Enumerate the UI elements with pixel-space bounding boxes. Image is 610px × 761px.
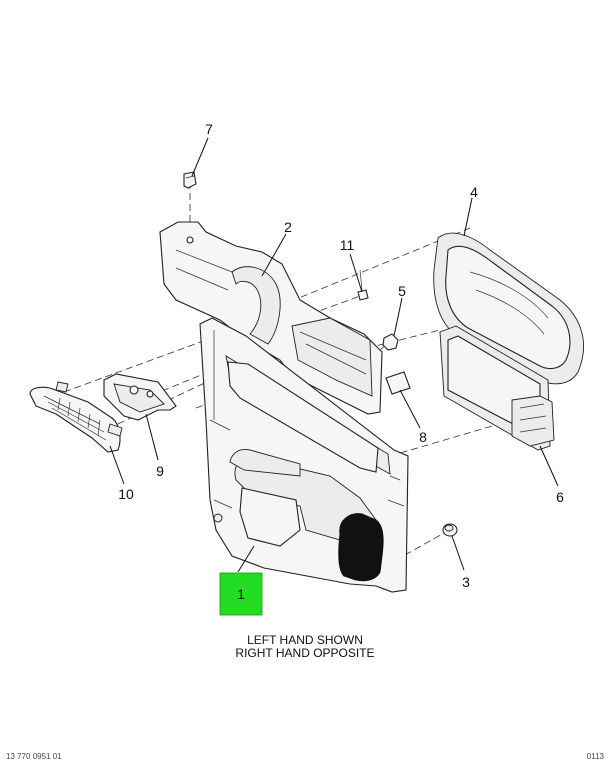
part-4-seal-frame	[433, 232, 585, 385]
part-6-inner-pocket	[439, 325, 555, 451]
part-2-upper-trim	[159, 221, 383, 415]
callout-1[interactable]: 1	[237, 586, 245, 602]
part-1-door-trim-panel	[199, 317, 409, 593]
part-8-label	[385, 371, 411, 395]
callout-5[interactable]: 5	[398, 283, 406, 299]
part-3-plug	[442, 523, 458, 537]
leader-lines	[109, 137, 559, 573]
callout-10[interactable]: 10	[118, 486, 134, 502]
note-line-1: LEFT HAND SHOWN	[247, 633, 363, 647]
part-11-screw	[357, 269, 369, 301]
callout-2[interactable]: 2	[284, 219, 292, 235]
footer-left-code: 13 770 0951 01	[6, 752, 62, 761]
part-7-clip	[183, 171, 197, 189]
callout-7[interactable]: 7	[205, 121, 213, 137]
highlight-box	[219, 572, 263, 616]
callout-9[interactable]: 9	[156, 463, 164, 479]
part-5-nut	[382, 333, 399, 351]
part-9-handle-bezel	[103, 373, 177, 421]
orientation-note: LEFT HAND SHOWN RIGHT HAND OPPOSITE	[0, 634, 610, 660]
part-10-pull-handle	[29, 381, 123, 453]
footer-right-code: 0113	[586, 752, 604, 761]
callout-11[interactable]: 11	[340, 237, 355, 253]
callout-8[interactable]: 8	[419, 429, 427, 445]
callout-3[interactable]: 3	[462, 574, 470, 590]
callout-4[interactable]: 4	[470, 184, 478, 200]
note-line-2: RIGHT HAND OPPOSITE	[235, 646, 375, 660]
callout-6[interactable]: 6	[556, 489, 564, 505]
